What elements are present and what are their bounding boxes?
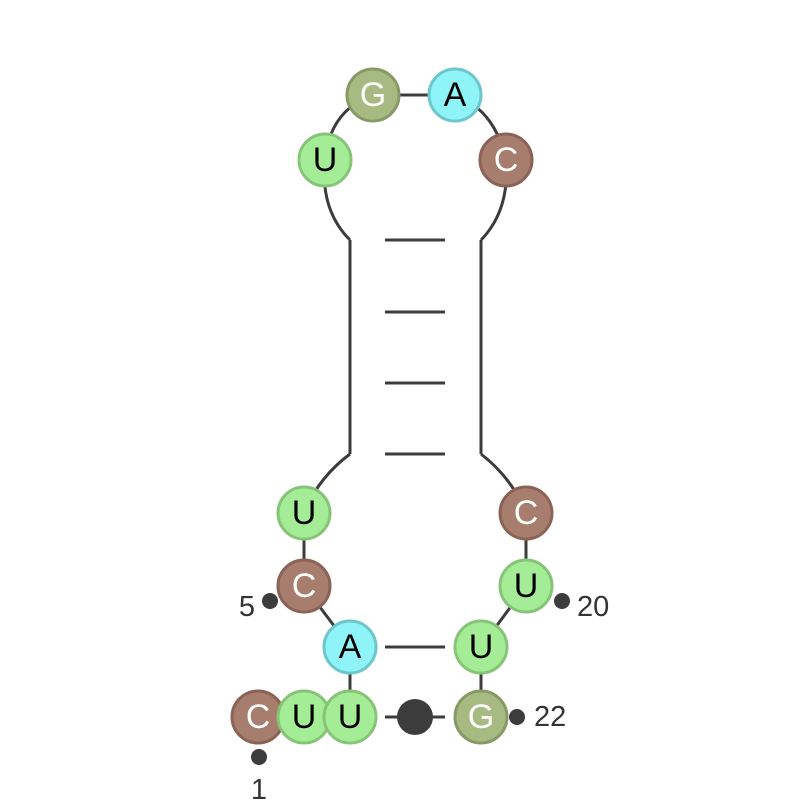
nucleotide-n12[interactable]: G	[345, 67, 401, 123]
nucleotide-n2[interactable]: U	[276, 689, 332, 745]
wobble-pair-marker	[397, 699, 433, 735]
position-label-22: 22	[534, 701, 566, 733]
backbone-hairpin-loop	[322, 93, 508, 242]
nucleotide-circle	[322, 689, 378, 745]
nucleotide-circle	[498, 558, 554, 614]
nucleotide-n11[interactable]: U	[297, 132, 353, 188]
position-tick-5	[262, 593, 278, 609]
position-ticks	[251, 593, 570, 765]
nucleotide-circle	[453, 689, 509, 745]
nucleotide-n19[interactable]: C	[498, 485, 554, 541]
nucleotide-n14[interactable]: C	[478, 132, 534, 188]
nucleotide-letter: U	[292, 698, 317, 736]
nucleotide-n6[interactable]: U	[276, 485, 332, 541]
nucleotide-letter: G	[468, 698, 494, 736]
nucleotide-letter: C	[514, 494, 539, 532]
nucleotide-n20[interactable]: U	[498, 558, 554, 614]
nucleotide-letter: A	[339, 628, 362, 666]
nucleotide-circle	[498, 485, 554, 541]
nucleotide-circle	[453, 619, 509, 675]
nucleotide-circle	[345, 67, 401, 123]
nucleotide-letter: C	[292, 567, 317, 605]
nucleotide-n13[interactable]: A	[427, 67, 483, 123]
position-tick-20	[554, 593, 570, 609]
nucleotide-circle	[297, 132, 353, 188]
position-tick-22	[509, 709, 525, 725]
nucleotide-circle	[427, 67, 483, 123]
nucleotide-n22[interactable]: G	[453, 689, 509, 745]
position-label-20: 20	[577, 591, 609, 623]
nucleotide-letter: U	[313, 141, 338, 179]
nucleotide-circle	[276, 558, 332, 614]
position-tick-1	[251, 749, 267, 765]
nucleotide-n3[interactable]: U	[322, 689, 378, 745]
base-pairs	[385, 238, 445, 719]
nucleotide-circle	[276, 485, 332, 541]
nucleotide-letter: G	[360, 76, 386, 114]
nucleotide-letter: U	[338, 698, 363, 736]
nucleotide-circle	[478, 132, 534, 188]
position-label-1: 1	[251, 774, 267, 800]
nucleotide-n21[interactable]: U	[453, 619, 509, 675]
nucleotide-letter: C	[494, 141, 519, 179]
nucleotide-circle	[322, 619, 378, 675]
nucleotide-letter: U	[514, 567, 539, 605]
nucleotide-n5[interactable]: C	[276, 558, 332, 614]
nucleotide-n4[interactable]: A	[322, 619, 378, 675]
nucleotide-letter: U	[469, 628, 494, 666]
nucleotides: C U U A C U U G A C C U U G	[230, 67, 554, 745]
nucleotide-letter: U	[292, 494, 317, 532]
nucleotide-n1[interactable]: C	[230, 689, 286, 745]
nucleotide-letter: A	[444, 76, 467, 114]
position-label-5: 5	[239, 591, 255, 623]
position-labels: 1 5 20 22	[239, 591, 609, 800]
nucleotide-letter: C	[246, 698, 271, 736]
